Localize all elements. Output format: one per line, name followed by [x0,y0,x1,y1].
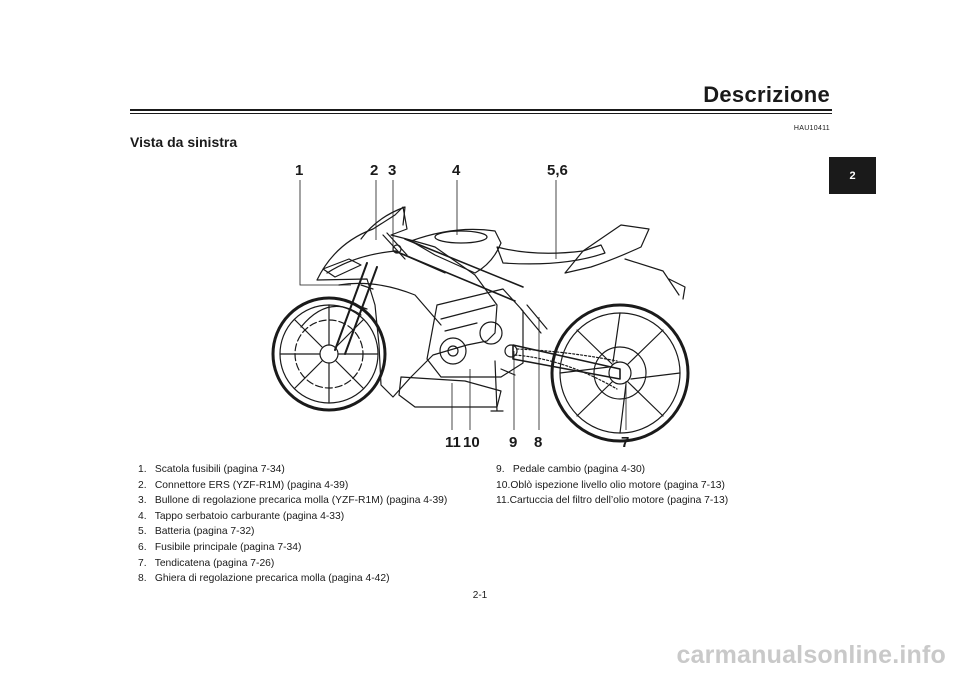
legend-text: Batteria (pagina 7-32) [154,526,255,538]
legend-item: 1. Scatola fusibili (pagina 7-34) [138,462,488,478]
callout-4: 4 [452,162,461,179]
legend-num: 7. [138,557,147,569]
legend-text: Scatola fusibili (pagina 7-34) [154,464,285,475]
callout-10: 10 [463,434,480,451]
legend-num: 9. [496,464,505,475]
legend-num: 8. [138,573,147,585]
legend-text: Tappo serbatoio carburante (pagina 4-33) [154,510,345,522]
legend-num: 11. [496,495,510,507]
front-wheel [271,296,387,412]
callout-1: 1 [295,162,303,179]
legend-num: 10. [496,479,511,491]
legend-num: 2. [138,479,147,491]
rear-wheel [550,303,690,443]
legend-item: 9. Pedale cambio (pagina 4-30) [496,462,826,478]
callout-7: 7 [621,434,629,451]
frame [394,238,524,302]
windscreen [360,206,406,240]
document-code: HAU10411 [793,125,830,132]
legend-num: 6. [138,541,147,553]
legend-text: Oblò ispezione livello olio motore (pagi… [510,479,725,491]
legend-text: Connettore ERS (YZF-R1M) (pagina 4-39) [154,479,349,491]
callout-9: 9 [509,434,517,451]
legend-item: 6. Fusibile principale (pagina 7-34) [138,540,488,556]
legend-text: Bullone di regolazione precarica molla (… [154,495,448,507]
swingarm [512,344,621,380]
header-rule-thin [130,113,832,114]
header-rule-thick [130,109,832,111]
legend-item: 10.Oblò ispezione livello olio motore (p… [496,478,826,494]
legend-text: Ghiera di regolazione precarica molla (p… [154,573,390,585]
engine [426,288,524,378]
fuel-tank [410,228,502,274]
legend-text: Pedale cambio (pagina 4-30) [512,464,646,475]
legend-num: 3. [138,495,147,507]
seat [496,244,606,265]
legend-num: 1. [138,464,147,475]
chapter-tab: 2 [829,157,876,194]
legend-item: 11.Cartuccia del filtro dell’olio motore… [496,493,826,509]
callout-11: 11 [445,434,461,451]
legend-item: 5. Batteria (pagina 7-32) [138,524,488,540]
page-number: 2-1 [472,590,488,601]
legend-item: 8. Ghiera di regolazione precarica molla… [138,571,488,587]
legend-num: 5. [138,526,147,538]
legend-item: 7. Tendicatena (pagina 7-26) [138,556,488,572]
legend-text: Fusibile principale (pagina 7-34) [154,541,302,553]
callout-2: 2 [370,162,378,179]
drive-chain [514,348,618,390]
legend-item: 3. Bullone di regolazione precarica moll… [138,493,488,509]
watermark: carmanualsonline.info [676,641,946,669]
page-title: Descrizione [703,82,830,107]
legend-left: 1. Scatola fusibili (pagina 7-34) 2. Con… [138,462,488,587]
legend-text: Cartuccia del filtro dell’olio motore (p… [509,495,729,507]
callout-8: 8 [534,434,542,451]
legend-item: 2. Connettore ERS (YZF-R1M) (pagina 4-39… [138,478,488,494]
section-heading: Vista da sinistra [130,134,238,150]
callout-3: 3 [388,162,396,179]
legend-item: 4. Tappo serbatoio carburante (pagina 4-… [138,509,488,525]
legend-text: Tendicatena (pagina 7-26) [154,557,275,569]
fairing [316,206,498,398]
callout-5-6: 5,6 [547,162,568,179]
motorcycle-illustration: 1 2 3 4 5,6 11 10 9 8 7 [271,162,690,451]
legend-num: 4. [138,510,147,522]
lower-cowl [398,376,502,408]
tail-section [564,224,650,274]
front-fork [334,262,378,355]
legend-right: 9. Pedale cambio (pagina 4-30) 10.Oblò i… [496,462,826,509]
